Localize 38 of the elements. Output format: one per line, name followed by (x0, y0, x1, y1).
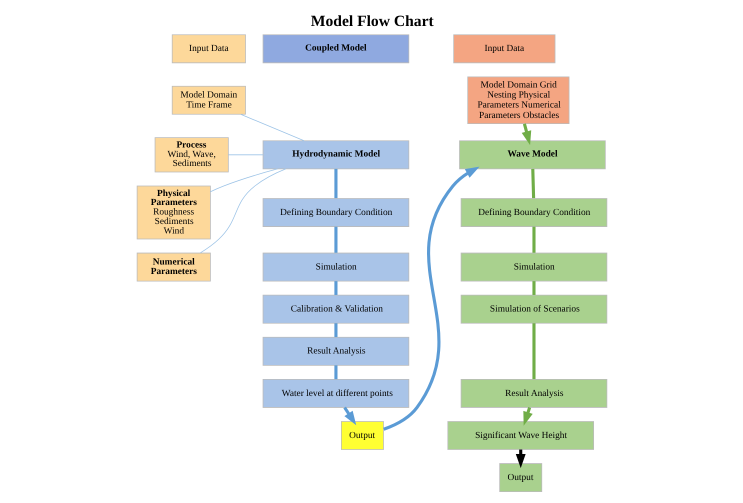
connector (532, 323, 536, 380)
node-box: Process Wind, Wave, Sediments (154, 137, 228, 172)
node-box: Defining Boundary Condition (262, 198, 409, 227)
connector (532, 226, 536, 253)
connector (334, 365, 337, 380)
node-box: Simulation (262, 252, 409, 282)
connector (240, 114, 304, 142)
node-box: Physical Parameters Roughness Sediments Wind (136, 186, 210, 240)
node-box: Model Domain Grid Nesting Physical Parameters Numerical Parameters Obstacles (466, 76, 569, 124)
node-box: Defining Boundary Condition (460, 198, 607, 227)
node-box: Hydrodynamic Model (262, 140, 409, 170)
arrow (382, 166, 480, 431)
diagram-title: Model Flow Chart (310, 13, 434, 30)
connector (228, 154, 263, 156)
node-box: Model Domain Time Frame (171, 86, 246, 115)
node-box: Input Data (452, 34, 555, 64)
node-box: Simulation of Scenarios (460, 294, 607, 324)
arrow (521, 123, 531, 146)
node-box: Output (498, 463, 542, 492)
node-box: Wave Model (458, 140, 606, 170)
node-box: Significant Wave Height (446, 421, 594, 450)
node-box: Output (340, 421, 384, 450)
node-box: Simulation (460, 252, 607, 282)
connector (530, 168, 535, 198)
node-box: Input Data (171, 34, 246, 64)
node-box: Result Analysis (460, 378, 607, 408)
node-box: Water level at different points (262, 378, 409, 408)
node-box: Result Analysis (262, 336, 409, 366)
connector (210, 168, 278, 192)
node-box: Coupled Model (262, 34, 409, 64)
node-box: Calibration & Validation (262, 294, 409, 324)
connector (334, 226, 337, 253)
connector (532, 281, 536, 295)
connector (199, 168, 286, 254)
connector (334, 323, 337, 338)
node-box: Numerical Parameters (136, 252, 210, 282)
connector (334, 168, 337, 198)
connector (334, 281, 337, 295)
